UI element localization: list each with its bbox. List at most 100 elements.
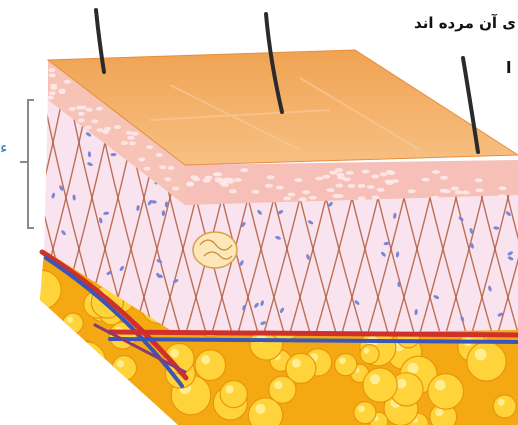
dermal-cell <box>397 281 400 287</box>
epidermis-cell <box>78 119 85 123</box>
fat-cell <box>66 342 105 381</box>
epidermis-cell <box>283 197 291 201</box>
epidermis-cell <box>127 136 134 140</box>
epidermis-cell <box>86 108 93 112</box>
fat-cell <box>286 353 316 383</box>
epidermis-cell <box>302 190 310 194</box>
fat-cell-highlight <box>274 381 282 389</box>
epidermis-cell <box>347 184 355 188</box>
epidermis-cell <box>451 186 459 190</box>
epidermis-cell <box>220 182 228 186</box>
fat-cell <box>428 374 464 410</box>
epidermis-cell <box>114 125 121 129</box>
epidermis-cell <box>205 176 213 180</box>
epidermis-cell <box>96 128 103 132</box>
fat-cell-highlight <box>42 383 48 389</box>
caption-text: ی آن مرده اند <box>330 14 516 32</box>
epidermis-cell <box>190 175 198 179</box>
fat-cell-highlight <box>435 380 446 391</box>
epidermis-cell <box>85 125 92 129</box>
fat-cell-highlight <box>292 359 301 368</box>
fat-cell-highlight <box>407 363 418 374</box>
epidermis-cell <box>146 145 153 149</box>
epidermis-cell <box>460 198 468 202</box>
epidermis-cell <box>129 141 136 145</box>
epidermis-cell <box>431 196 439 200</box>
epidermis-cell <box>440 176 448 180</box>
fat-cell-highlight <box>76 374 88 386</box>
fat-cell-highlight <box>32 275 41 284</box>
fat-cell-highlight <box>80 370 87 377</box>
epidermis-cell <box>121 141 128 145</box>
epidermis-cell <box>337 176 345 180</box>
epidermis-cell <box>50 86 57 90</box>
fat-cell-highlight <box>358 406 365 413</box>
epidermis-cell <box>156 153 163 157</box>
epidermis-cell <box>234 178 242 182</box>
artery-horizontal <box>110 332 518 335</box>
fat-cell <box>75 366 99 390</box>
fat-cell-highlight <box>339 357 346 364</box>
fat-cell <box>22 270 61 309</box>
epidermis-cell <box>371 195 379 199</box>
epidermis-cell <box>48 68 55 72</box>
epidermis-cell <box>168 166 175 170</box>
fat-cell <box>195 350 226 381</box>
epidermis-cell <box>499 186 507 190</box>
fat-cell <box>248 398 282 425</box>
fat-cell-highlight <box>498 399 505 406</box>
fat-cell-highlight <box>370 374 380 384</box>
epidermis-cell <box>371 175 379 179</box>
epidermis-cell <box>432 170 440 174</box>
fat-cell <box>335 354 357 376</box>
epidermis-cell <box>357 184 365 188</box>
epidermis-cell <box>144 167 151 171</box>
epidermis-cell <box>49 91 56 95</box>
epidermis-cell <box>252 190 260 194</box>
epidermis-cell <box>265 184 273 188</box>
epidermis-cell <box>322 175 330 179</box>
layer-label-cut: ء <box>0 138 8 157</box>
fat-cell <box>38 379 57 398</box>
epidermis-cell <box>386 170 394 174</box>
fat-cell <box>88 377 121 410</box>
epidermis-cell <box>213 172 221 176</box>
fat-cell <box>63 313 84 334</box>
epidermis-cell <box>186 182 194 186</box>
epidermis-cell <box>96 107 103 111</box>
epidermis-cell <box>422 178 430 182</box>
fat-cell-highlight <box>30 277 42 289</box>
epidermis-cell <box>59 90 66 94</box>
epidermis-cell <box>80 106 87 110</box>
fat-cell-highlight <box>79 371 85 377</box>
epidermis-cell <box>294 178 302 182</box>
epidermis-cell <box>455 190 463 194</box>
fat-cell-highlight <box>226 385 234 393</box>
epidermis-cell <box>408 189 416 193</box>
fat-cell-highlight <box>255 404 265 414</box>
fat-cell <box>467 342 506 381</box>
fat-cell <box>363 368 397 402</box>
epidermis-cell <box>138 157 145 161</box>
fat-cell-highlight <box>475 349 487 361</box>
epidermis-cell <box>358 196 366 200</box>
epidermis-cell <box>335 168 343 172</box>
epidermis-cell <box>47 96 54 100</box>
fat-cell-highlight <box>67 317 73 323</box>
epidermis-cell <box>299 197 307 201</box>
epidermis-cell <box>315 177 323 181</box>
epidermis-cell <box>240 168 248 172</box>
epidermis-cell <box>386 181 394 185</box>
epidermis-cell <box>498 194 506 198</box>
epidermis-cell <box>475 178 483 182</box>
epidermis-cell <box>172 187 179 191</box>
epidermis-cell <box>49 73 56 77</box>
epidermis-cell <box>476 188 484 192</box>
epidermis-cell <box>380 172 388 176</box>
epidermis-cell <box>288 193 296 197</box>
fat-cell <box>112 356 137 381</box>
fat-cell-highlight <box>78 345 86 353</box>
fat-cell <box>75 367 97 389</box>
epidermis-cell <box>164 177 171 181</box>
